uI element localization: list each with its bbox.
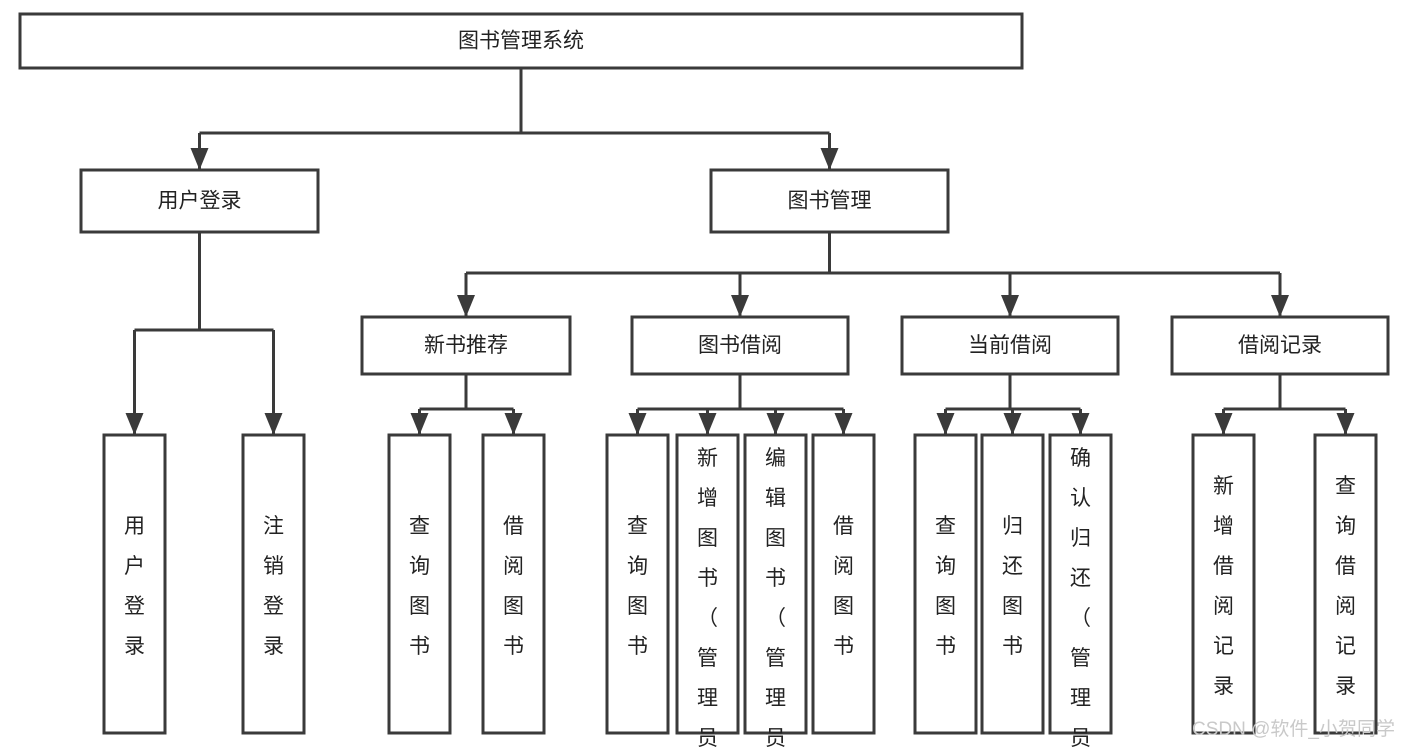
node-leaf-2-box (387, 433, 452, 735)
node-leaf-1[interactable]: 注销登录 (241, 433, 306, 735)
node-leaf-1-label: 注销登录 (263, 515, 284, 658)
node-leaf-3[interactable]: 借阅图书 (481, 433, 546, 735)
node-level2-2-label: 当前借阅 (968, 334, 1052, 357)
node-leaf-4[interactable]: 查询图书 (605, 433, 670, 735)
node-level2-2-box (900, 315, 1120, 376)
conn-book-mgmt-arrow-1 (731, 295, 749, 317)
node-leaf-5[interactable]: 新增图书（管理员） (675, 433, 740, 747)
node-leaf-6[interactable]: 编辑图书（管理员） (743, 433, 808, 747)
node-level2-0-box (360, 315, 572, 376)
node-level2-1-box (630, 315, 850, 376)
node-level1-1[interactable]: 图书管理 (709, 168, 950, 234)
node-leaf-12-label: 查询借阅记录 (1335, 475, 1356, 698)
conn-book-mgmt-arrow-3 (1271, 295, 1289, 317)
connectors-layer (125, 68, 1355, 435)
node-root-label: 图书管理系统 (458, 30, 584, 53)
node-leaf-7-label: 借阅图书 (833, 515, 854, 658)
conn-current-arrow-2 (1071, 413, 1090, 435)
node-leaf-10-box (1048, 433, 1113, 735)
node-level2-0[interactable]: 新书推荐 (360, 315, 572, 376)
node-level1-1-label: 图书管理 (788, 190, 872, 213)
node-leaf-10[interactable]: 确认归还（管理员） (1048, 433, 1113, 747)
conn-new-book-arrow-0 (410, 413, 429, 435)
node-root-box (18, 12, 1024, 70)
node-leaf-11-label: 新增借阅记录 (1213, 475, 1234, 698)
conn-borrow-arrow-1 (698, 413, 717, 435)
node-root[interactable]: 图书管理系统 (18, 12, 1024, 70)
conn-borrow-arrow-3 (834, 413, 853, 435)
node-leaf-3-box (481, 433, 546, 735)
node-leaf-0-label: 用户登录 (124, 515, 145, 658)
node-leaf-11-box (1191, 433, 1256, 735)
conn-user-login-arrow-0 (125, 413, 144, 435)
node-leaf-7-box (811, 433, 876, 735)
node-leaf-10-label: 确认归还（管理员） (1070, 447, 1091, 747)
node-leaf-9-label: 归还图书 (1002, 515, 1023, 658)
node-leaf-1-box (241, 433, 306, 735)
node-leaf-2[interactable]: 查询图书 (387, 433, 452, 735)
node-leaf-9[interactable]: 归还图书 (980, 433, 1045, 735)
node-leaf-8[interactable]: 查询图书 (913, 433, 978, 735)
node-leaf-0[interactable]: 用户登录 (102, 433, 167, 735)
node-level2-3-label: 借阅记录 (1238, 334, 1322, 357)
node-leaf-12[interactable]: 查询借阅记录 (1313, 433, 1378, 735)
node-level2-3-box (1170, 315, 1390, 376)
node-level2-2[interactable]: 当前借阅 (900, 315, 1120, 376)
watermark-text: CSDN @软件_小贺同学 (1192, 719, 1395, 740)
node-leaf-3-label: 借阅图书 (503, 515, 524, 658)
node-leaf-8-box (913, 433, 978, 735)
nodes-layer: 图书管理系统用户登录图书管理新书推荐图书借阅当前借阅借阅记录用户登录注销登录查询… (18, 12, 1390, 747)
conn-new-book-arrow-1 (504, 413, 523, 435)
conn-current-arrow-0 (936, 413, 955, 435)
node-leaf-5-label: 新增图书（管理员） (697, 447, 718, 747)
conn-records-arrow-0 (1214, 413, 1233, 435)
node-leaf-8-label: 查询图书 (935, 515, 956, 658)
node-level2-1[interactable]: 图书借阅 (630, 315, 850, 376)
conn-root-arrow-0 (190, 148, 209, 170)
node-leaf-0-box (102, 433, 167, 735)
node-leaf-4-label: 查询图书 (627, 515, 648, 658)
conn-borrow-arrow-0 (628, 413, 647, 435)
conn-book-mgmt-arrow-0 (457, 295, 475, 317)
node-level1-0-box (79, 168, 320, 234)
node-leaf-6-box (743, 433, 808, 735)
node-leaf-5-box (675, 433, 740, 735)
conn-current-arrow-1 (1003, 413, 1022, 435)
conn-book-mgmt-arrow-2 (1001, 295, 1019, 317)
node-leaf-11[interactable]: 新增借阅记录 (1191, 433, 1256, 735)
node-level1-0[interactable]: 用户登录 (79, 168, 320, 234)
conn-root-arrow-1 (820, 148, 839, 170)
node-level2-1-label: 图书借阅 (698, 334, 782, 357)
node-leaf-2-label: 查询图书 (409, 515, 430, 658)
node-level2-0-label: 新书推荐 (424, 334, 508, 357)
node-level2-3[interactable]: 借阅记录 (1170, 315, 1390, 376)
node-leaf-9-box (980, 433, 1045, 735)
node-leaf-12-box (1313, 433, 1378, 735)
node-leaf-7[interactable]: 借阅图书 (811, 433, 876, 735)
conn-user-login-arrow-1 (264, 413, 283, 435)
conn-borrow-arrow-2 (766, 413, 785, 435)
node-level1-1-box (709, 168, 950, 234)
node-leaf-4-box (605, 433, 670, 735)
conn-records-arrow-1 (1336, 413, 1355, 435)
node-leaf-6-label: 编辑图书（管理员） (765, 447, 786, 747)
node-level1-0-label: 用户登录 (158, 190, 242, 213)
